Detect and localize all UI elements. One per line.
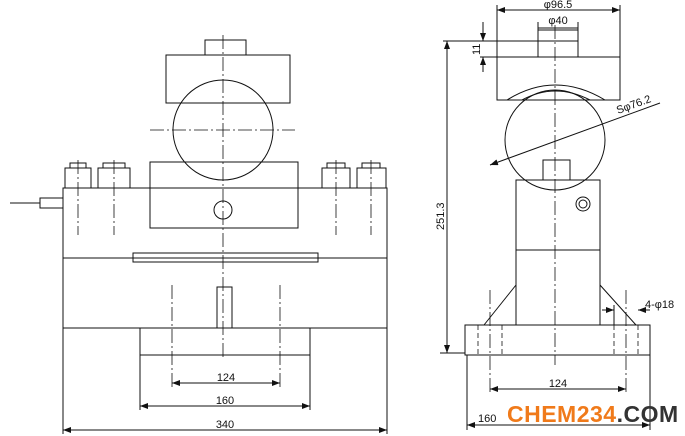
dim-stud-height: 11 (471, 44, 483, 55)
dim-ball-radius: Sφ76.2 (615, 93, 653, 117)
side-view: φ96.5 φ40 11 251.3 Sφ76.2 4-φ18 124 160 (435, 0, 674, 430)
dim-160: 160 (216, 395, 234, 407)
dim-cap-diameter: φ96.5 (544, 0, 573, 11)
dim-mounting-holes: 4-φ18 (645, 299, 674, 311)
dim-base-width: 160 (478, 413, 496, 425)
front-view: 124 160 340 (10, 35, 388, 434)
dim-stud-diameter: φ40 (548, 15, 567, 27)
dim-124: 124 (217, 372, 235, 384)
watermark-suffix: .COM (616, 401, 679, 427)
cable (10, 197, 64, 209)
dim-hole-spacing: 124 (549, 378, 567, 390)
dim-340: 340 (216, 419, 234, 431)
watermark-brand: CHEM234 (507, 401, 617, 427)
dim-overall-height: 251.3 (435, 202, 447, 230)
watermark: CHEM234.COM (507, 401, 679, 427)
